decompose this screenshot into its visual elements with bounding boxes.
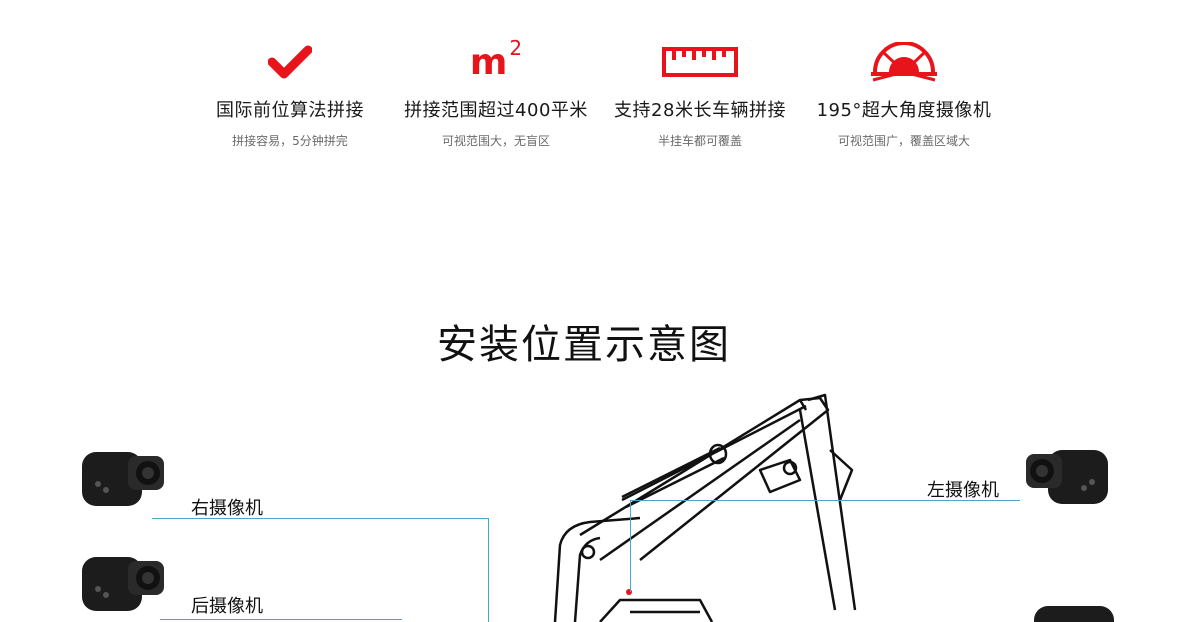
feature-subtitle: 可视范围广，覆盖区域大 bbox=[837, 134, 970, 148]
rear-camera-line bbox=[160, 619, 402, 620]
right-camera-line-vertical bbox=[488, 518, 489, 622]
feature-subtitle: 拼接容易，5分钟拼完 bbox=[232, 134, 348, 148]
feature-algorithm: 国际前位算法拼接 拼接容易，5分钟拼完 bbox=[190, 38, 390, 149]
feature-length: 支持28米长车辆拼接 半挂车都可覆盖 bbox=[600, 38, 800, 149]
front-camera-icon bbox=[1034, 606, 1114, 622]
left-camera-line-vertical bbox=[630, 500, 631, 592]
ruler-icon bbox=[600, 38, 800, 86]
rear-camera-icon bbox=[82, 557, 164, 611]
right-camera-line bbox=[152, 518, 488, 519]
feature-subtitle: 可视范围大，无盲区 bbox=[441, 134, 550, 148]
left-camera-line bbox=[630, 500, 1020, 501]
wide-angle-icon bbox=[804, 38, 1004, 86]
check-icon bbox=[190, 38, 390, 86]
feature-title: 195°超大角度摄像机 bbox=[816, 100, 992, 121]
feature-subtitle: 半挂车都可覆盖 bbox=[657, 134, 742, 148]
feature-title: 支持28米长车辆拼接 bbox=[614, 100, 786, 121]
feature-title: 国际前位算法拼接 bbox=[216, 100, 364, 121]
left-camera-icon bbox=[1026, 450, 1108, 504]
section-title: 安装位置示意图 bbox=[437, 322, 731, 368]
right-camera-label: 右摄像机 bbox=[191, 498, 263, 519]
left-camera-label: 左摄像机 bbox=[927, 480, 999, 501]
feature-title: 拼接范围超过400平米 bbox=[404, 100, 588, 121]
feature-angle: 195°超大角度摄像机 可视范围广，覆盖区域大 bbox=[804, 38, 1004, 149]
rear-camera-label: 后摄像机 bbox=[191, 596, 263, 617]
right-camera-icon bbox=[82, 452, 164, 506]
